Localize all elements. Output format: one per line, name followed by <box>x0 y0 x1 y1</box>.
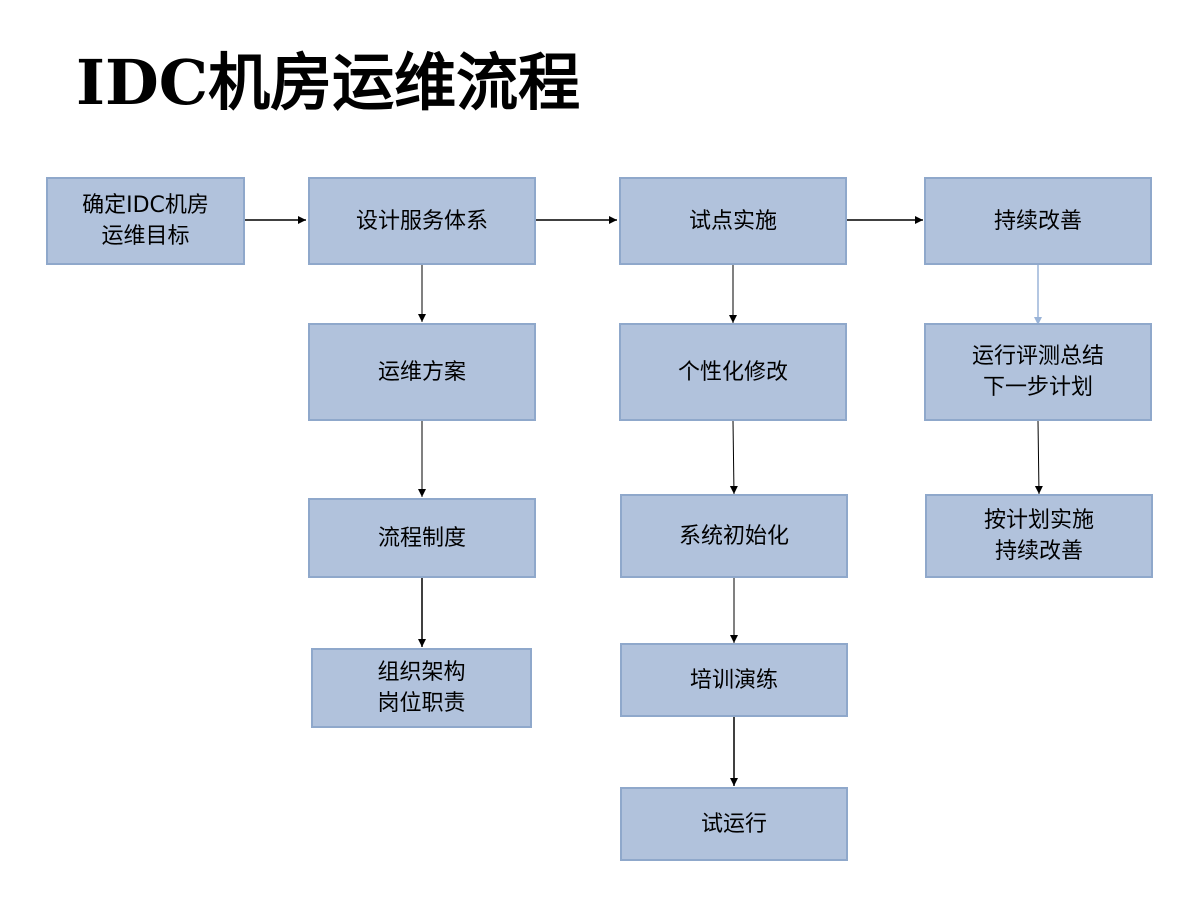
node-execute: 按计划实施 持续改善 <box>925 494 1153 578</box>
node-improve-label: 持续改善 <box>993 208 1082 234</box>
node-goal: 确定IDC机房 运维目标 <box>46 177 245 265</box>
node-pilot: 试点实施 <box>619 177 847 265</box>
arrow-customize-to-init <box>729 420 738 495</box>
node-org-label: 组织架构 岗位职责 <box>377 660 466 716</box>
node-pilot-label: 试点实施 <box>688 208 777 234</box>
node-process-label: 流程制度 <box>377 525 466 551</box>
node-org: 组织架构 岗位职责 <box>311 648 532 728</box>
page-title: IDC机房运维流程 <box>76 46 581 119</box>
node-evaluate: 运行评测总结 下一步计划 <box>924 323 1152 421</box>
node-training-label: 培训演练 <box>689 667 778 693</box>
node-goal-label: 确定IDC机房 运维目标 <box>82 193 209 249</box>
node-design-label: 设计服务体系 <box>355 208 488 234</box>
node-customize-label: 个性化修改 <box>677 359 788 385</box>
node-init-label: 系统初始化 <box>678 523 789 549</box>
node-init: 系统初始化 <box>620 494 848 578</box>
node-plan-label: 运维方案 <box>377 359 466 385</box>
node-trial-label: 试运行 <box>700 811 767 837</box>
node-process: 流程制度 <box>308 498 536 578</box>
node-training: 培训演练 <box>620 643 848 717</box>
node-improve: 持续改善 <box>924 177 1152 265</box>
arrow-evaluate-to-execute <box>1034 420 1043 495</box>
arrow-improve-to-evaluate-head <box>1034 317 1042 325</box>
node-plan: 运维方案 <box>308 323 536 421</box>
node-execute-label: 按计划实施 持续改善 <box>983 508 1094 564</box>
node-trial: 试运行 <box>620 787 848 861</box>
node-design: 设计服务体系 <box>308 177 536 265</box>
node-evaluate-label: 运行评测总结 下一步计划 <box>971 344 1104 400</box>
node-customize: 个性化修改 <box>619 323 847 421</box>
